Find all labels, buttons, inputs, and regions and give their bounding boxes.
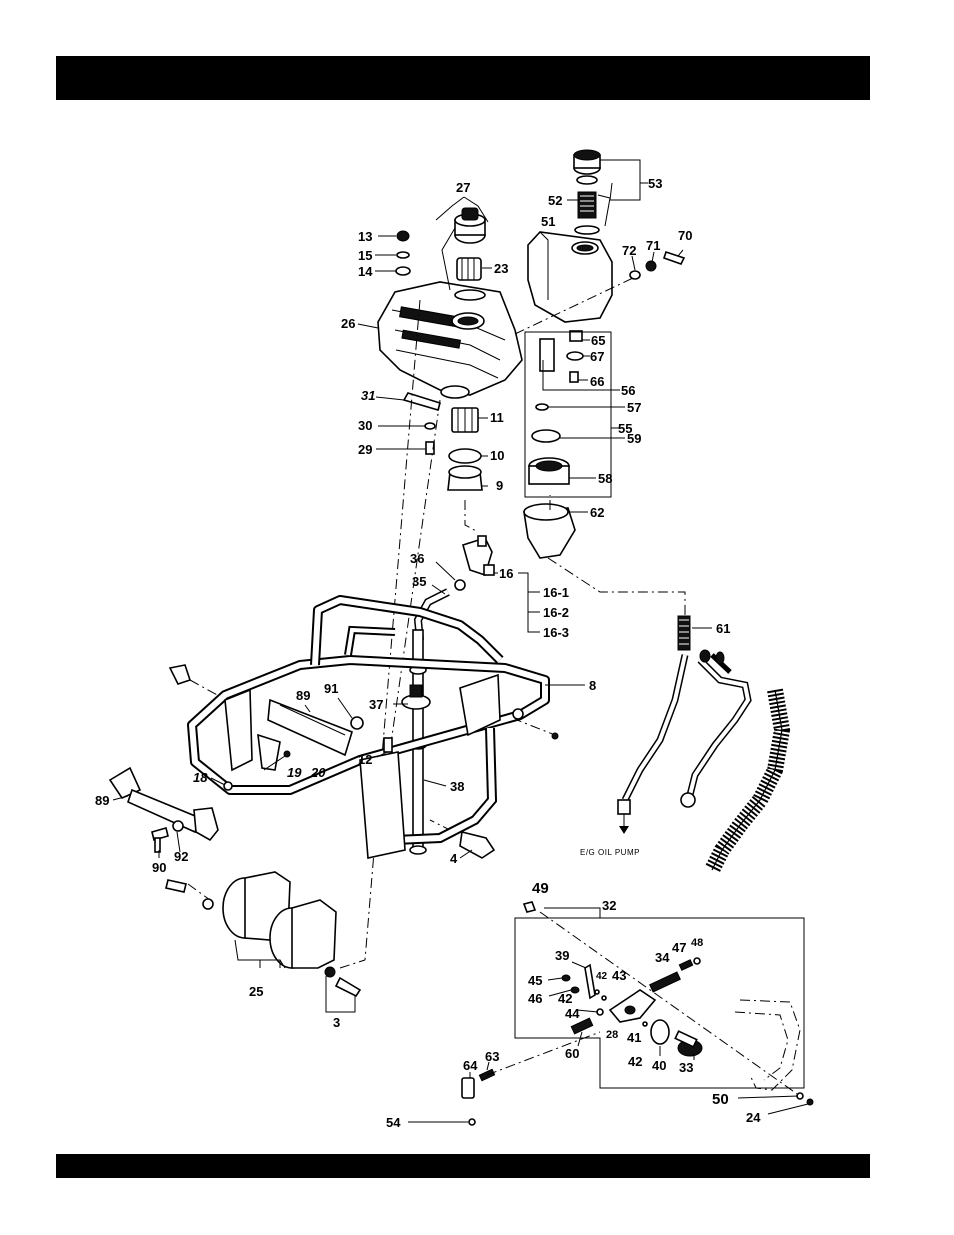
tank-strap	[404, 393, 440, 410]
callout-36: 36	[410, 551, 424, 566]
callout-89-left: 89	[95, 793, 109, 808]
cross-bar	[268, 700, 352, 755]
callout-61: 61	[716, 621, 730, 636]
callout-59: 59	[627, 431, 641, 446]
callout-47: 47	[672, 940, 686, 955]
callout-15: 15	[358, 248, 372, 263]
callout-53: 53	[648, 176, 662, 191]
callout-72: 72	[622, 243, 636, 258]
callout-19: 19	[287, 765, 302, 780]
callout-39: 39	[555, 948, 569, 963]
callout-16-1: 16-1	[543, 585, 569, 600]
callout-65: 65	[591, 333, 605, 348]
callout-20: 20	[310, 765, 326, 780]
callout-26: 26	[341, 316, 355, 331]
callout-60: 60	[565, 1046, 579, 1061]
callout-90: 90	[152, 860, 166, 875]
callout-16: 16	[499, 566, 513, 581]
callout-62: 62	[590, 505, 604, 520]
callout-13: 13	[358, 229, 372, 244]
callout-42-mid: 42	[558, 991, 572, 1006]
callout-9: 9	[496, 478, 503, 493]
callout-42-top: 42	[596, 971, 608, 982]
callout-33: 33	[679, 1060, 693, 1075]
callout-12: 12	[358, 752, 372, 767]
callout-14: 14	[358, 264, 373, 279]
callout-4: 4	[450, 851, 458, 866]
callout-89-top: 89	[296, 688, 310, 703]
callout-37: 37	[369, 697, 383, 712]
callout-18: 18	[193, 770, 208, 785]
callout-25: 25	[249, 984, 263, 999]
oil-tank	[528, 232, 612, 322]
callout-57: 57	[627, 400, 641, 415]
callout-58: 58	[598, 471, 612, 486]
callout-63: 63	[485, 1049, 499, 1064]
frame	[170, 600, 558, 858]
callout-66: 66	[590, 374, 604, 389]
callout-30: 30	[358, 418, 372, 433]
callout-31: 31	[361, 388, 375, 403]
corrugated-tube	[712, 690, 782, 870]
callout-23: 23	[494, 261, 508, 276]
callout-16-3: 16-3	[543, 625, 569, 640]
throttle-assembly	[462, 902, 813, 1125]
callout-64: 64	[463, 1058, 478, 1073]
callout-54: 54	[386, 1115, 401, 1130]
callout-46: 46	[528, 991, 542, 1006]
oil-pump-label: E/G OIL PUMP	[580, 848, 640, 857]
callout-3: 3	[333, 1015, 340, 1030]
oil-level-switch	[540, 339, 554, 371]
callout-48: 48	[691, 937, 703, 949]
callout-92: 92	[174, 849, 188, 864]
callout-35: 35	[412, 574, 426, 589]
callout-70: 70	[678, 228, 692, 243]
callout-42-bot: 42	[628, 1054, 642, 1069]
callout-71: 71	[646, 238, 660, 253]
callout-27: 27	[456, 180, 470, 195]
callout-44: 44	[565, 1006, 580, 1021]
callout-34: 34	[655, 950, 670, 965]
callout-29: 29	[358, 442, 372, 457]
callout-51: 51	[541, 214, 555, 229]
callout-16-2: 16-2	[543, 605, 569, 620]
callout-41: 41	[627, 1030, 641, 1045]
callout-24: 24	[746, 1110, 761, 1125]
callout-8: 8	[589, 678, 596, 693]
callout-10: 10	[490, 448, 504, 463]
rubber-mounts	[166, 872, 360, 996]
callout-11: 11	[490, 410, 504, 425]
callout-28: 28	[606, 1029, 618, 1041]
callout-50: 50	[712, 1091, 729, 1108]
callout-49: 49	[532, 880, 549, 897]
callout-43: 43	[612, 968, 626, 983]
callout-45: 45	[528, 973, 542, 988]
footer-bar	[56, 1154, 870, 1178]
callout-40: 40	[652, 1058, 666, 1073]
fuel-strainer	[457, 258, 481, 280]
callout-67: 67	[590, 349, 604, 364]
callout-91: 91	[324, 681, 338, 696]
callout-56: 56	[621, 383, 635, 398]
callout-32: 32	[602, 898, 616, 913]
callout-52: 52	[548, 193, 562, 208]
callout-38: 38	[450, 779, 464, 794]
